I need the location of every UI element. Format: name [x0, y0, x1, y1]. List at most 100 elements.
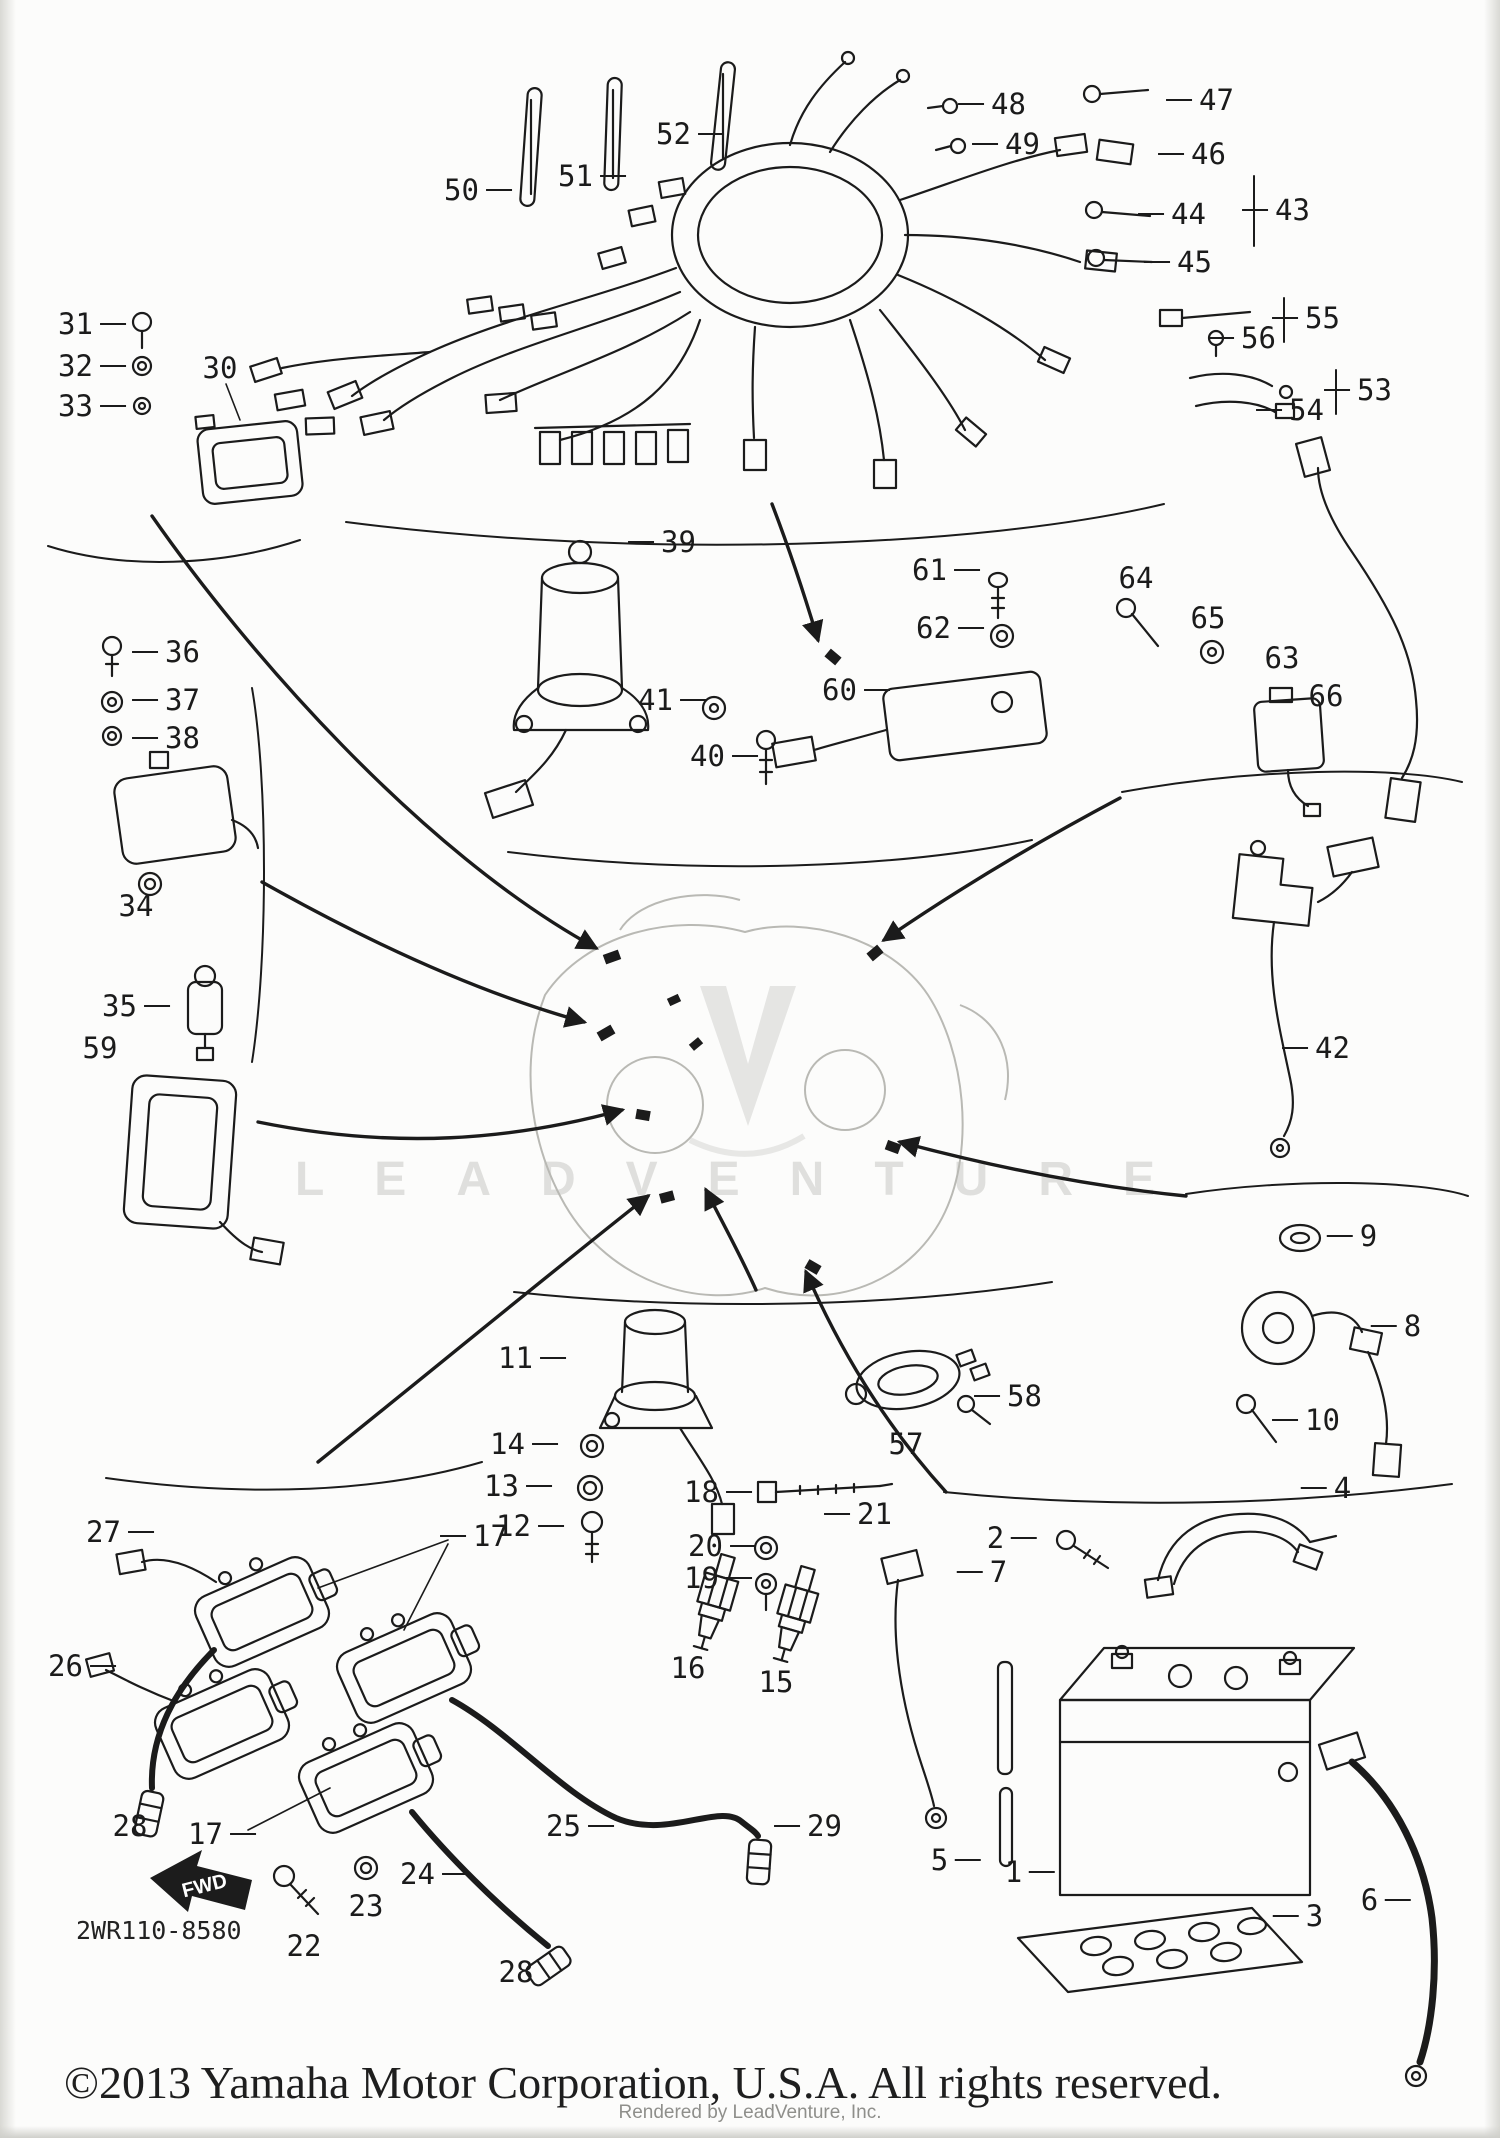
part-callout-30: 30: [203, 351, 238, 385]
part-callout-58: 58: [974, 1379, 1042, 1413]
part-callout-62: 62: [916, 611, 984, 645]
part-number: 35: [102, 989, 137, 1023]
part-number: 47: [1199, 83, 1234, 117]
horn-drawing: [1235, 1223, 1403, 1478]
part-number: 4: [1333, 1471, 1352, 1505]
part-callout-59: 59: [83, 1031, 118, 1065]
leader-dash: [1385, 1899, 1412, 1901]
engine-attachment-points: [596, 648, 902, 1275]
part-callout-65: 65: [1191, 601, 1226, 635]
part-callout-34: 34: [119, 889, 154, 923]
part-number: 58: [1007, 1379, 1042, 1413]
sensor-group-drawing: [100, 635, 260, 897]
part-callout-38: 38: [132, 721, 200, 755]
part-number: 24: [400, 1857, 435, 1891]
part-callout-20: 20: [688, 1529, 756, 1563]
part-callout-19: 19: [684, 1561, 752, 1595]
part-callout-50: 50: [444, 173, 512, 207]
part-number: 60: [822, 673, 857, 707]
leader-dash: [539, 1357, 566, 1359]
part-callout-26: 26: [48, 1649, 116, 1683]
flasher-relay-drawing: [771, 571, 1048, 769]
sub-wire-lead-drawing: [1294, 436, 1422, 823]
oil-level-switch-drawing: [844, 1348, 992, 1426]
part-number: 50: [444, 173, 479, 207]
engine-outline-drawing: [529, 894, 1009, 1297]
leader-dash: [132, 737, 159, 739]
part-callout-47: 47: [1166, 83, 1234, 117]
part-callout-3: 3: [1272, 1899, 1323, 1933]
part-number: 40: [690, 739, 725, 773]
part-number: 10: [1305, 1403, 1340, 1437]
part-number: 34: [118, 889, 154, 923]
part-callout-13: 13: [484, 1469, 552, 1503]
leader-dash: [440, 1535, 467, 1537]
part-callout-18: 18: [684, 1475, 752, 1509]
part-number: 48: [991, 87, 1026, 121]
part-number: 1: [1004, 1855, 1023, 1889]
part-number: 17: [188, 1817, 223, 1851]
diagram-part-code: 2WR110-8580: [76, 1916, 242, 1945]
part-number: 44: [1171, 197, 1206, 231]
part-number: 46: [1191, 137, 1226, 171]
part-number: 20: [688, 1529, 723, 1563]
part-callout-41: 41: [638, 683, 706, 717]
part-number: 66: [1308, 679, 1344, 713]
part-callout-29: 29: [774, 1809, 842, 1843]
part-number: 43: [1275, 193, 1310, 227]
part-callout-63: 63: [1265, 641, 1300, 675]
part-callout-22: 22: [287, 1929, 322, 1963]
part-number: 28: [498, 1955, 534, 1989]
part-callout-40: 40: [690, 739, 758, 773]
leader-dash: [1144, 261, 1171, 263]
part-callout-24: 24: [400, 1857, 468, 1891]
part-callout-17: 17: [188, 1817, 256, 1851]
part-callout-43: 43: [1242, 193, 1310, 227]
part-callout-32: 32: [58, 349, 126, 383]
part-callout-36: 36: [132, 635, 200, 669]
part-number: 52: [656, 117, 691, 151]
part-number: 26: [48, 1649, 83, 1683]
part-callout-37: 37: [132, 683, 200, 717]
battery-group-drawing: [880, 1512, 1438, 2088]
leader-dash: [1272, 1419, 1299, 1421]
leader-dash: [1158, 153, 1185, 155]
part-callout-28: 28: [499, 1955, 534, 1989]
leader-dash: [824, 1513, 851, 1515]
leader-dash: [531, 1443, 558, 1445]
leader-dash: [1272, 1915, 1299, 1917]
part-callout-16: 16: [671, 1651, 706, 1685]
part-number: 63: [1264, 641, 1300, 675]
bolt-18-21-drawing: [753, 1480, 894, 1612]
part-number: 61: [912, 553, 947, 587]
part-callout-6: 6: [1361, 1883, 1412, 1917]
part-number: 15: [758, 1665, 794, 1699]
part-callout-66: 66: [1309, 679, 1344, 713]
part-callout-39: 39: [628, 525, 696, 559]
part-number: 18: [684, 1475, 719, 1509]
part-callout-10: 10: [1272, 1403, 1340, 1437]
leader-dash: [953, 569, 980, 571]
part-number: 65: [1190, 601, 1226, 635]
part-callout-56: 56: [1208, 321, 1276, 355]
copyright-text: ©2013 Yamaha Motor Corporation, U.S.A. A…: [64, 2057, 1223, 2108]
part-number: 5: [930, 1843, 949, 1877]
leader-dash: [1326, 1235, 1353, 1237]
part-callout-33: 33: [58, 389, 126, 423]
leader-dash: [599, 175, 626, 177]
leader-dash: [725, 1491, 752, 1493]
part-callout-49: 49: [972, 127, 1040, 161]
part-number: 55: [1305, 301, 1340, 335]
part-callout-4: 4: [1300, 1471, 1352, 1505]
wiring-harness-drawing: [249, 50, 1118, 490]
part-number: 19: [684, 1561, 719, 1595]
part-number: 37: [165, 683, 200, 717]
part-callout-11: 11: [498, 1341, 566, 1375]
leader-dash: [1256, 409, 1283, 411]
part-callout-31: 31: [58, 307, 126, 341]
leader-dash: [1138, 213, 1165, 215]
part-number: 14: [490, 1427, 525, 1461]
leader-dash: [99, 323, 126, 325]
part-callout-52: 52: [656, 117, 724, 151]
part-number: 29: [807, 1809, 842, 1843]
